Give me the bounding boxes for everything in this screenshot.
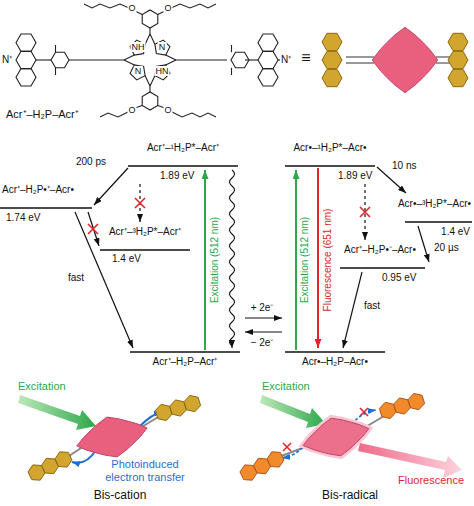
pyrrole-ring: [155, 65, 170, 80]
meso-bond: [124, 55, 134, 60]
transition-arrows: [75, 167, 429, 350]
energy-levels: [0, 166, 472, 352]
state-label: Acr⁺–³H₂P*–Acr⁺: [109, 226, 181, 238]
nonradiative-decay: [230, 170, 235, 348]
acridinium-ring: [258, 51, 278, 68]
acridine-cartoon: [267, 452, 284, 467]
state-label: Acr⁺–H₂P–Acr⁺: [153, 356, 218, 368]
state-label: Bis-radical: [322, 489, 378, 503]
atom-label: N⁺: [280, 54, 292, 66]
equivalence-sign: ≡: [301, 49, 310, 67]
state-label: Acr•–H₂P–Acr•: [302, 356, 368, 368]
state-label: Acr⁺–H₂P•⁺–Acr•: [2, 184, 74, 196]
acridinium-cartoon: [322, 33, 342, 50]
state-label: Excitation: [18, 380, 66, 393]
blocked-mark: [88, 198, 370, 451]
molecule-structure: [16, 4, 284, 117]
state-label: Photoinduced electron transfer: [103, 458, 187, 483]
porphyrin-cartoon: [303, 418, 369, 456]
meso-bond: [150, 76, 155, 86]
state-label: Excitation (512 nm): [209, 217, 221, 303]
acridinium-ring: [16, 34, 36, 51]
state-label: 1.4 eV: [112, 253, 141, 265]
compound-name: Acr⁺–H₂P–Acr⁺: [6, 108, 79, 121]
state-label: Fluorescence: [398, 474, 464, 487]
acridinium-ring: [16, 51, 36, 68]
aryl-ring: [231, 52, 249, 68]
state-label: Acr•–³H₂P*–Acr•: [398, 198, 471, 210]
aryl-ring: [51, 52, 69, 68]
meso-bond: [145, 76, 150, 86]
acridine-cartoon: [184, 395, 201, 411]
acridinium-ring: [258, 69, 278, 86]
fluorescence-glow: [299, 415, 374, 460]
acridinium-cartoon: [448, 33, 468, 50]
state-label: 200 ps: [76, 156, 106, 168]
atom-label: N: [134, 66, 143, 76]
cartoon-scenes: [18, 393, 462, 480]
state-label: Acr⁺–H₂P•⁻–Acr•: [344, 244, 416, 256]
acridine-cartoon: [408, 393, 425, 409]
pyrrole-ring: [155, 40, 170, 55]
porphyrin-cartoon: [77, 417, 147, 457]
state-label: Acr⁺–¹H₂P*–Acr⁺: [147, 142, 219, 154]
aryl-ring: [142, 10, 158, 28]
state-label: 20 µs: [434, 242, 459, 254]
acridinium-cartoon: [448, 69, 468, 86]
state-label: Acr•–¹H₂P*–Acr•: [293, 142, 366, 154]
atom-label: O: [127, 105, 136, 115]
acridinium-ring: [16, 69, 36, 86]
state-label: Excitation (512 nm): [299, 217, 311, 303]
molecule-cartoon: [322, 27, 468, 92]
acridinium-cartoon: [322, 69, 342, 86]
state-label: 10 ns: [392, 160, 416, 172]
state-label: 1.74 eV: [6, 212, 40, 224]
acridinium-cartoon: [448, 51, 468, 68]
acridine-cartoon: [55, 452, 72, 467]
state-label: fast: [364, 300, 380, 312]
acridinium-cartoon: [322, 51, 342, 68]
nonradiative-decay: [230, 170, 235, 348]
atom-label: O: [163, 105, 172, 115]
state-label: + 2e⁻: [251, 302, 274, 314]
meso-bond: [124, 60, 134, 65]
state-label: Bis-cation: [94, 489, 147, 503]
meso-bond: [166, 55, 176, 60]
state-label: 0.95 eV: [382, 272, 416, 284]
atom-label: O: [127, 3, 136, 13]
state-label: Fluorescence (651 nm): [322, 209, 334, 312]
state-label: Excitation: [262, 380, 310, 393]
pyrrole-ring: [130, 65, 145, 80]
state-label: 1.4 eV: [441, 226, 470, 238]
acridinium-ring: [258, 34, 278, 51]
atom-label: N: [158, 42, 167, 52]
state-label: 1.89 eV: [160, 170, 194, 182]
state-label: − 2e⁻: [251, 337, 274, 349]
atom-label: NH: [131, 42, 146, 52]
meso-bond: [166, 60, 176, 65]
pyrrole-ring: [130, 40, 145, 55]
aryl-ring: [142, 92, 158, 110]
meso-bond: [150, 34, 155, 44]
state-label: fast: [68, 272, 84, 284]
state-label: 1.89 eV: [338, 170, 372, 182]
atom-label: O: [163, 3, 172, 13]
atom-label: N⁺: [1, 54, 13, 66]
porphyrin-cartoon: [372, 27, 437, 92]
atom-label: HN: [155, 66, 170, 76]
meso-bond: [145, 34, 150, 44]
